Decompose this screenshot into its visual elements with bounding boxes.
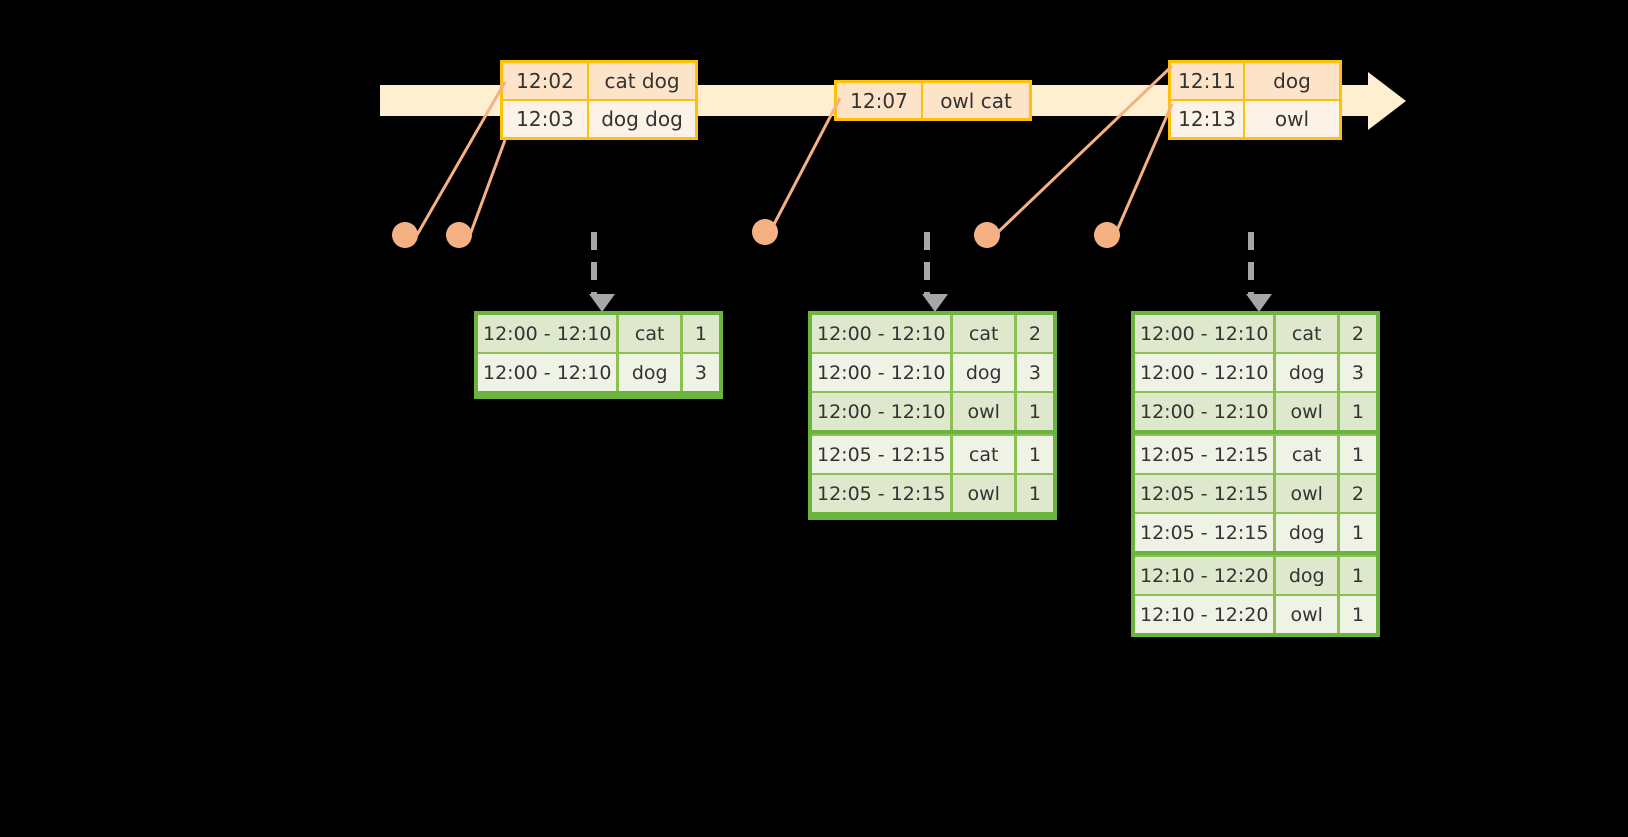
event-row: 12:03 dog dog	[503, 99, 695, 137]
cell-word: cat	[1276, 315, 1340, 352]
cell-window: 12:10 - 12:20	[1135, 557, 1277, 594]
cell-count: 2	[1351, 322, 1364, 345]
cell-count: 1	[1028, 400, 1041, 423]
cell-word: dog	[1276, 354, 1340, 391]
cell-count: 3	[1028, 361, 1041, 384]
event-row: 12:07 owl cat	[837, 83, 1029, 118]
cell-word: dog	[619, 354, 683, 391]
timeline-event-box-2[interactable]: 12:07 owl cat	[834, 80, 1032, 121]
cell-word: owl	[953, 393, 1017, 430]
timeline-event-box-3[interactable]: 12:11 dog 12:13 owl	[1168, 60, 1342, 140]
cell-window: 12:00 - 12:10	[1135, 393, 1277, 430]
timeline-arrow-icon	[1368, 72, 1406, 130]
cell-count: 1	[1028, 482, 1041, 505]
timeline-arrow-stem	[1340, 85, 1372, 116]
cell-word: owl	[1276, 475, 1340, 512]
event-time: 12:02	[503, 63, 589, 99]
cell-window: 12:05 - 12:15	[1135, 475, 1277, 512]
cell-word: dog	[1276, 557, 1340, 594]
cell-window: 12:00 - 12:10	[1135, 315, 1277, 352]
cell-window: 12:05 - 12:15	[1135, 514, 1277, 551]
event-words: dog dog	[601, 107, 683, 131]
cell-window: 12:00 - 12:10	[478, 315, 620, 352]
event-time: 12:11	[1171, 63, 1245, 99]
cell-count: 1	[1351, 443, 1364, 466]
event-words: owl cat	[940, 88, 1012, 113]
cell-word: cat	[1276, 436, 1340, 473]
cell-word: owl	[953, 475, 1017, 512]
event-row: 12:11 dog	[1171, 63, 1339, 99]
dashed-arrow-down-icon-2	[922, 232, 948, 312]
event-time: 12:07	[837, 83, 923, 118]
timeline-event-box-1[interactable]: 12:02 cat dog 12:03 dog dog	[500, 60, 698, 140]
cell-window: 12:05 - 12:15	[812, 436, 954, 473]
cell-word: dog	[1276, 514, 1340, 551]
cell-count: 1	[1028, 443, 1041, 466]
event-words: cat dog	[604, 69, 680, 93]
cell-word: owl	[1276, 596, 1340, 633]
event-time: 12:03	[503, 101, 589, 137]
cell-count: 1	[1351, 564, 1364, 587]
cell-word: owl	[1276, 393, 1340, 430]
cell-window: 12:00 - 12:10	[812, 354, 954, 391]
cell-word: cat	[619, 315, 683, 352]
event-words: owl	[1274, 107, 1310, 131]
cell-count: 2	[1351, 482, 1364, 505]
connector-dot-2	[446, 222, 472, 248]
cell-window: 12:00 - 12:10	[1135, 354, 1277, 391]
cell-word: cat	[953, 315, 1017, 352]
connector-dot-1	[392, 222, 418, 248]
cell-count: 3	[694, 361, 707, 384]
cell-count: 1	[1351, 521, 1364, 544]
connector-dot-3	[752, 219, 778, 245]
cell-word: cat	[953, 436, 1017, 473]
event-row: 12:02 cat dog	[503, 63, 695, 99]
dashed-arrow-down-icon-3	[1246, 232, 1272, 312]
event-words: dog	[1273, 69, 1311, 93]
cell-window: 12:00 - 12:10	[812, 315, 954, 352]
cell-window: 12:05 - 12:15	[812, 475, 954, 512]
cell-window: 12:05 - 12:15	[1135, 436, 1277, 473]
cell-count: 3	[1351, 361, 1364, 384]
dashed-arrow-down-icon-1	[589, 232, 615, 312]
cell-count: 2	[1028, 322, 1041, 345]
cell-count: 1	[1351, 400, 1364, 423]
connector-dot-4	[974, 222, 1000, 248]
cell-window: 12:10 - 12:20	[1135, 596, 1277, 633]
event-time: 12:13	[1171, 101, 1245, 137]
cell-count: 1	[694, 322, 707, 345]
cell-word: dog	[953, 354, 1017, 391]
cell-window: 12:00 - 12:10	[478, 354, 620, 391]
cell-window: 12:00 - 12:10	[812, 393, 954, 430]
event-row: 12:13 owl	[1171, 99, 1339, 137]
connector-dot-5	[1094, 222, 1120, 248]
cell-count: 1	[1351, 603, 1364, 626]
